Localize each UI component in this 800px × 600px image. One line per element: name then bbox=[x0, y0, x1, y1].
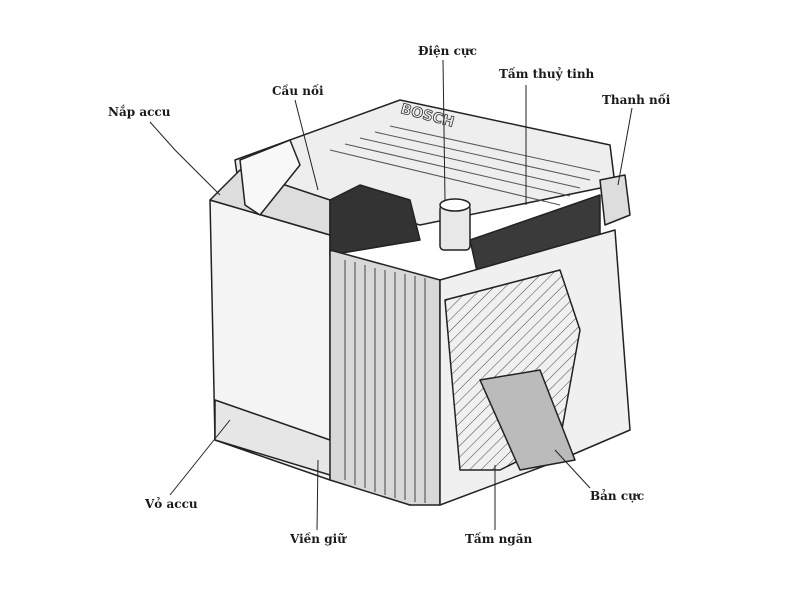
label-rim: Viền giữ bbox=[290, 532, 346, 546]
label-case: Vỏ accu bbox=[145, 497, 198, 511]
label-separator: Tấm ngăn bbox=[465, 532, 533, 546]
label-plate: Bản cực bbox=[590, 489, 645, 503]
label-bridge: Cầu nối bbox=[272, 84, 324, 98]
label-terminal: Điện cực bbox=[418, 44, 477, 58]
label-glass-mat: Tấm thuỷ tinh bbox=[499, 67, 595, 81]
leader-lines bbox=[149, 59, 633, 531]
label-cover: Nắp accu bbox=[108, 105, 171, 119]
label-connector: Thanh nối bbox=[602, 93, 671, 107]
